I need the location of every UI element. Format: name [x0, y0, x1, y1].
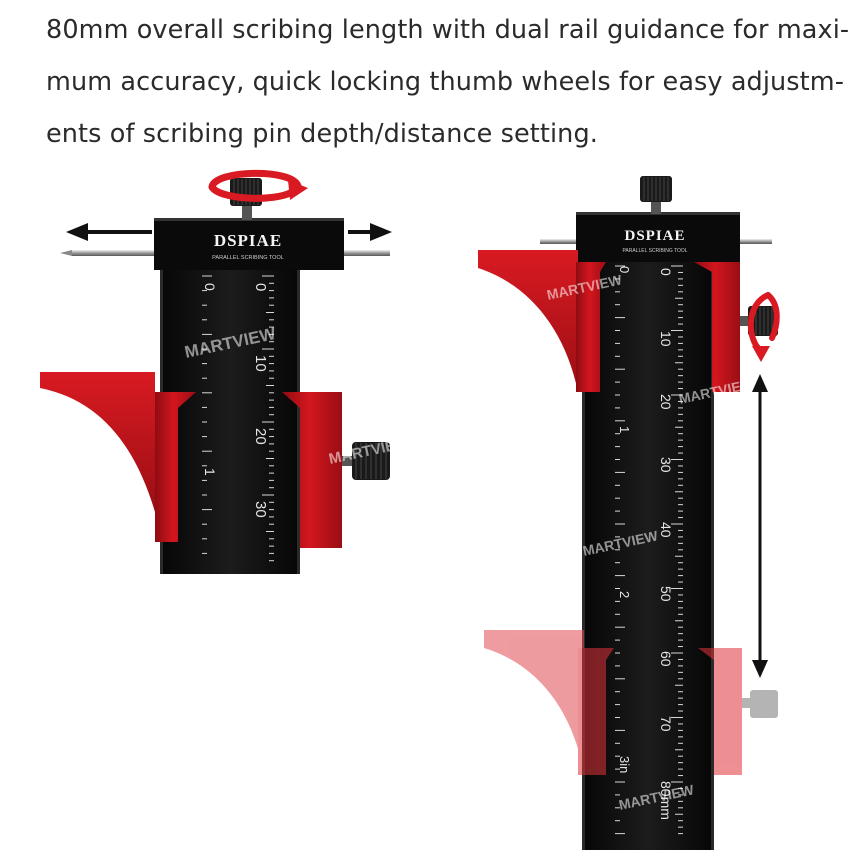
- right-inch-labels: 0 1 2 3in: [617, 266, 632, 773]
- description-line-1: 80mm overall scribing length with dual r…: [46, 15, 850, 45]
- right-mm-label-60: 60: [658, 651, 674, 667]
- description-line-3: ents of scribing pin depth/distance sett…: [46, 119, 598, 149]
- right-brand-name: DSPIAE: [624, 228, 685, 244]
- left-red-clamp-left: [155, 392, 196, 542]
- right-brand-subtitle: PARALLEL SCRIBING TOOL: [622, 248, 687, 254]
- left-red-fin: [40, 372, 155, 512]
- left-tool: 0 10 20 30 0 1 DSPIAE PARALLEL SCRIBING …: [40, 169, 392, 574]
- left-brand-name: DSPIAE: [214, 231, 282, 250]
- right-ruler-ticks: [615, 265, 683, 835]
- right-inch-label-3in: 3in: [617, 756, 632, 773]
- right-mm-labels: 0 10 20 30 40 50 60 70 80mm: [658, 268, 674, 820]
- left-head-block: [154, 218, 344, 270]
- right-red-clamp-left: [576, 262, 606, 392]
- left-rotate-arrow-icon: [208, 169, 302, 191]
- left-mm-label-20: 20: [252, 428, 269, 445]
- left-ruler-ticks: [202, 275, 274, 562]
- right-ghost-clamp: [484, 630, 778, 775]
- right-tool: 0 10 20 30 40 50 60 70 80mm 0 1 2 3in DS…: [478, 176, 780, 850]
- left-mm-labels: 0 10 20 30: [252, 283, 269, 518]
- right-head-block: [576, 212, 740, 262]
- right-vertical-double-arrow-icon: [752, 374, 768, 678]
- description: 80mm overall scribing length with dual r…: [46, 4, 850, 160]
- right-red-clamp-right: [694, 262, 740, 392]
- right-mm-label-70: 70: [658, 716, 674, 732]
- left-brand-subtitle: PARALLEL SCRIBING TOOL: [212, 255, 284, 261]
- left-red-clamp-right: [282, 392, 342, 548]
- left-inch-label-0: 0: [202, 283, 218, 291]
- right-red-fin: [478, 250, 578, 392]
- left-mm-label-30: 30: [252, 501, 269, 518]
- right-mm-label-30: 30: [658, 457, 674, 473]
- right-mm-label-80: 80mm: [658, 781, 674, 820]
- left-inch-labels: 0 1: [202, 283, 218, 476]
- left-mm-label-10: 10: [252, 355, 269, 372]
- left-mm-label-0: 0: [252, 283, 269, 291]
- description-line-2: mum accuracy, quick locking thumb wheels…: [46, 67, 845, 97]
- right-mm-label-50: 50: [658, 586, 674, 602]
- right-mm-label-0: 0: [658, 268, 674, 276]
- right-mm-label-10: 10: [658, 331, 674, 347]
- right-inch-label-2: 2: [617, 591, 632, 598]
- right-mm-label-20: 20: [658, 394, 674, 410]
- left-double-arrow-icon: [66, 223, 392, 241]
- right-inch-label-1: 1: [617, 426, 632, 433]
- left-inch-label-1: 1: [202, 468, 218, 476]
- right-mm-label-40: 40: [658, 522, 674, 538]
- left-ruler-body: [160, 262, 300, 574]
- right-inch-label-0: 0: [617, 266, 632, 273]
